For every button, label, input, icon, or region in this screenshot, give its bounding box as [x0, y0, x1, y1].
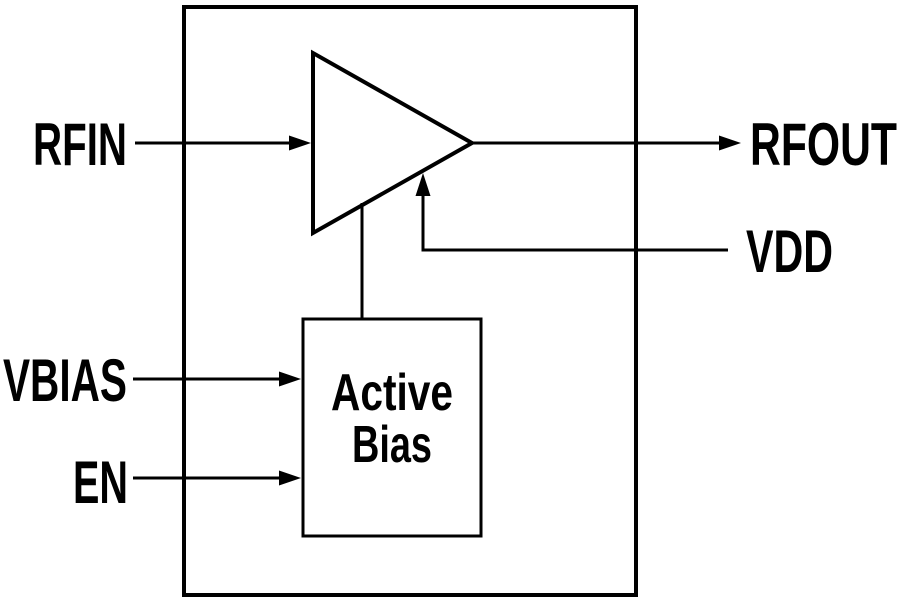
rfin-label: RFIN	[33, 111, 127, 178]
vdd-arrowhead-icon	[415, 173, 431, 196]
active-bias-label-line1: Active	[331, 364, 453, 422]
en-arrowhead-icon	[279, 470, 301, 486]
active-bias-block	[301, 317, 483, 538]
amplifier-symbol	[311, 49, 477, 237]
vbias-label: VBIAS	[3, 347, 127, 414]
rfout-label: RFOUT	[750, 111, 897, 178]
vdd-wire	[421, 194, 728, 252]
chip-outline	[182, 5, 638, 597]
vdd-label: VDD	[746, 218, 833, 285]
active-bias-label-line2: Bias	[352, 416, 432, 474]
en-label: EN	[73, 449, 128, 516]
rfin-arrowhead-icon	[289, 135, 311, 151]
rfout-arrowhead-icon	[719, 135, 741, 151]
vbias-arrowhead-icon	[279, 371, 301, 387]
